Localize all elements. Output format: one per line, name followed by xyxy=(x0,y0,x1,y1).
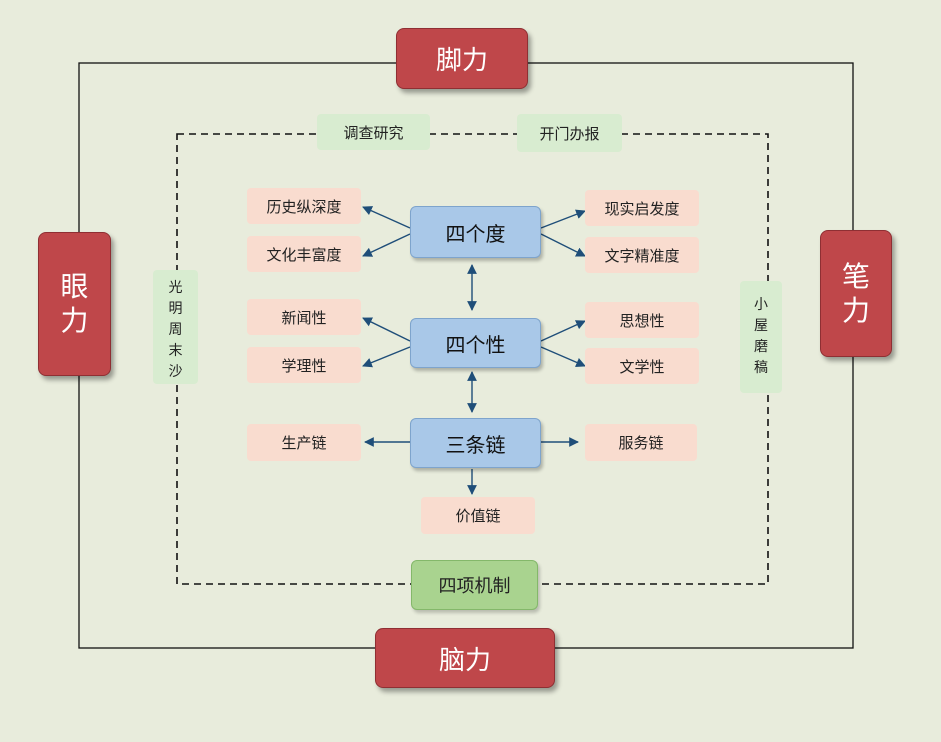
arrow-nature-news xyxy=(362,317,411,342)
outer-right-label-char: 力 xyxy=(841,293,870,327)
middle-right-label-char: 屋 xyxy=(754,318,768,334)
middle-left-label-char: 龙 xyxy=(169,383,183,384)
middle-top-right-label: 开门办报 xyxy=(517,114,622,152)
middle-right-label: 小屋磨稿 xyxy=(740,281,782,393)
outer-left-label-char: 力 xyxy=(60,304,89,337)
node-four-natures: 四个性 xyxy=(410,318,541,368)
arrow-nature-theory xyxy=(362,346,411,368)
outer-top-label: 脚力 xyxy=(396,28,528,89)
leaf-reality-inspiration: 现实启发度 xyxy=(585,190,699,226)
middle-left-label-char: 末 xyxy=(168,343,183,359)
leaf-culture-richness: 文化丰富度 xyxy=(247,236,361,272)
arrow-degree-history xyxy=(362,206,411,229)
outer-left-label-char: 眼 xyxy=(60,270,89,303)
arrow-nature-literary xyxy=(540,346,586,368)
node-four-degrees: 四个度 xyxy=(410,206,541,258)
leaf-history-depth: 历史纵深度 xyxy=(247,188,361,224)
middle-right-label-char: 稿 xyxy=(754,360,768,376)
outer-bottom-label: 脑力 xyxy=(375,628,555,688)
middle-left-label-char: 周 xyxy=(168,322,183,338)
arrow-degree-culture xyxy=(362,233,411,257)
arrow-degree-reality xyxy=(540,209,586,229)
outer-right-label-char: 笔 xyxy=(841,259,870,293)
middle-top-left-label: 调查研究 xyxy=(317,114,430,150)
leaf-literary: 文学性 xyxy=(585,348,699,384)
leaf-production-chain: 生产链 xyxy=(247,424,361,461)
arrow-degree-text xyxy=(540,233,586,257)
leaf-news: 新闻性 xyxy=(247,299,361,335)
middle-left-label-char: 明 xyxy=(168,301,183,317)
middle-right-label-char: 磨 xyxy=(754,339,768,355)
leaf-text-precision: 文字精准度 xyxy=(585,237,699,273)
leaf-value-chain: 价值链 xyxy=(421,497,535,534)
middle-left-label-char: 沙 xyxy=(168,364,183,380)
middle-bottom-label: 四项机制 xyxy=(411,560,538,610)
middle-right-label-char: 小 xyxy=(754,297,768,313)
leaf-service-chain: 服务链 xyxy=(585,424,697,461)
middle-left-label: 光明周末沙龙 xyxy=(153,270,198,384)
node-three-chains: 三条链 xyxy=(410,418,541,468)
outer-right-label: 笔力 xyxy=(820,230,892,357)
middle-left-label-char: 光 xyxy=(168,280,183,296)
outer-left-label: 眼力 xyxy=(38,232,111,376)
leaf-thought: 思想性 xyxy=(585,302,699,338)
arrow-nature-thought xyxy=(540,320,586,342)
leaf-theory: 学理性 xyxy=(247,347,361,383)
